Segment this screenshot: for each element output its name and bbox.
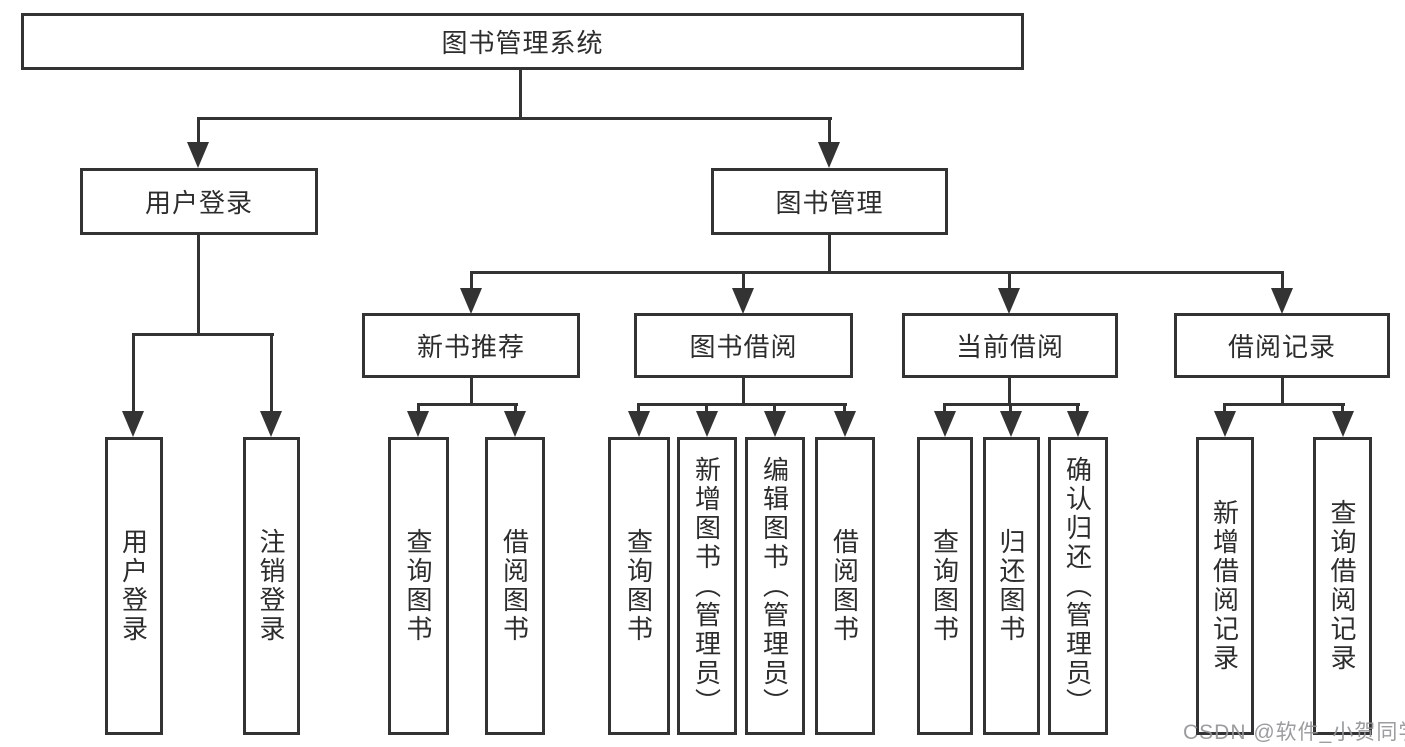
- node-book-borrow: 图书借阅: [634, 313, 853, 378]
- arrowhead-query-books-3: [934, 411, 956, 437]
- arrowhead-borrow-books-1: [504, 411, 526, 437]
- arrowhead-query-borrow-record: [1332, 411, 1354, 437]
- connector-to-add-books: [705, 403, 708, 413]
- leaf-return-books: 归还图书: [983, 437, 1040, 735]
- connector-borrow-records-rail: [1223, 403, 1345, 406]
- leaf-add-borrow-record: 新增借阅记录: [1196, 437, 1254, 735]
- connector-to-confirm-return: [1076, 403, 1079, 413]
- connector-to-book-mgmt: [828, 117, 831, 145]
- connector-user-login-stem: [197, 234, 200, 335]
- leaf-add-books: 新增图书（管理员）: [677, 437, 737, 735]
- arrowhead-leaf-logout: [260, 411, 282, 437]
- arrowhead-add-books: [696, 411, 718, 437]
- connector-current-borrow-stem: [1008, 377, 1011, 406]
- arrowhead-book-borrow: [732, 288, 754, 314]
- arrowhead-borrow-records: [1271, 288, 1293, 314]
- connector-borrow-records-stem: [1281, 377, 1284, 406]
- connector-to-leaf-logout: [270, 333, 273, 413]
- connector-to-leaf-user-login: [132, 333, 135, 413]
- leaf-confirm-return: 确认归还（管理员）: [1048, 437, 1108, 735]
- connector-to-query-books-3: [943, 403, 946, 413]
- arrowhead-return-books: [1000, 411, 1022, 437]
- connector-to-edit-books: [773, 403, 776, 413]
- connector-to-borrow-books-2: [843, 403, 846, 413]
- connector-to-query-books-2: [637, 403, 640, 413]
- arrowhead-confirm-return: [1067, 411, 1089, 437]
- arrowhead-current-borrow: [998, 288, 1020, 314]
- connector-level2-rail: [197, 117, 832, 120]
- arrowhead-query-books-2: [628, 411, 650, 437]
- arrowhead-leaf-user-login: [122, 411, 144, 437]
- connector-book-borrow-rail: [637, 403, 847, 406]
- arrowhead-new-books: [460, 288, 482, 314]
- connector-to-current-borrow: [1008, 271, 1011, 291]
- leaf-user-login: 用户登录: [105, 437, 163, 735]
- node-book-mgmt: 图书管理: [711, 168, 948, 235]
- leaf-borrow-books-1: 借阅图书: [485, 437, 545, 735]
- connector-level3-rail: [470, 271, 1284, 274]
- connector-to-book-borrow: [742, 271, 745, 291]
- connector-new-books-stem: [470, 377, 473, 406]
- connector-book-borrow-stem: [742, 377, 745, 406]
- arrowhead-user-login: [187, 142, 209, 168]
- leaf-query-books-3: 查询图书: [917, 437, 973, 735]
- csdn-watermark: CSDN @软件_小贺同学: [1183, 721, 1405, 744]
- connector-new-books-rail: [417, 403, 518, 406]
- arrowhead-edit-books: [764, 411, 786, 437]
- connector-to-query-books-1: [417, 403, 420, 413]
- leaf-logout: 注销登录: [243, 437, 300, 735]
- arrowhead-query-books-1: [407, 411, 429, 437]
- connector-to-return-books: [1009, 403, 1012, 413]
- leaf-edit-books: 编辑图书（管理员）: [745, 437, 805, 735]
- node-root: 图书管理系统: [21, 13, 1024, 70]
- connector-to-borrow-records: [1281, 271, 1284, 291]
- connector-to-borrow-books-1: [514, 403, 517, 413]
- connector-user-login-rail: [132, 333, 274, 336]
- connector-to-user-login: [197, 117, 200, 145]
- arrowhead-book-mgmt: [818, 142, 840, 168]
- leaf-query-books-1: 查询图书: [388, 437, 449, 735]
- node-current-borrow: 当前借阅: [902, 313, 1118, 378]
- connector-to-new-books: [470, 271, 473, 291]
- leaf-query-books-2: 查询图书: [608, 437, 670, 735]
- arrowhead-add-borrow-record: [1214, 411, 1236, 437]
- node-borrow-records: 借阅记录: [1174, 313, 1390, 378]
- node-new-books: 新书推荐: [362, 313, 580, 378]
- leaf-query-borrow-record: 查询借阅记录: [1313, 437, 1372, 735]
- leaf-borrow-books-2: 借阅图书: [815, 437, 875, 735]
- connector-to-query-borrow-record: [1341, 403, 1344, 413]
- connector-book-mgmt-stem: [828, 234, 831, 274]
- arrowhead-borrow-books-2: [834, 411, 856, 437]
- connector-to-add-borrow-record: [1223, 403, 1226, 413]
- node-user-login: 用户登录: [80, 168, 318, 235]
- connector-root-stem: [519, 68, 522, 119]
